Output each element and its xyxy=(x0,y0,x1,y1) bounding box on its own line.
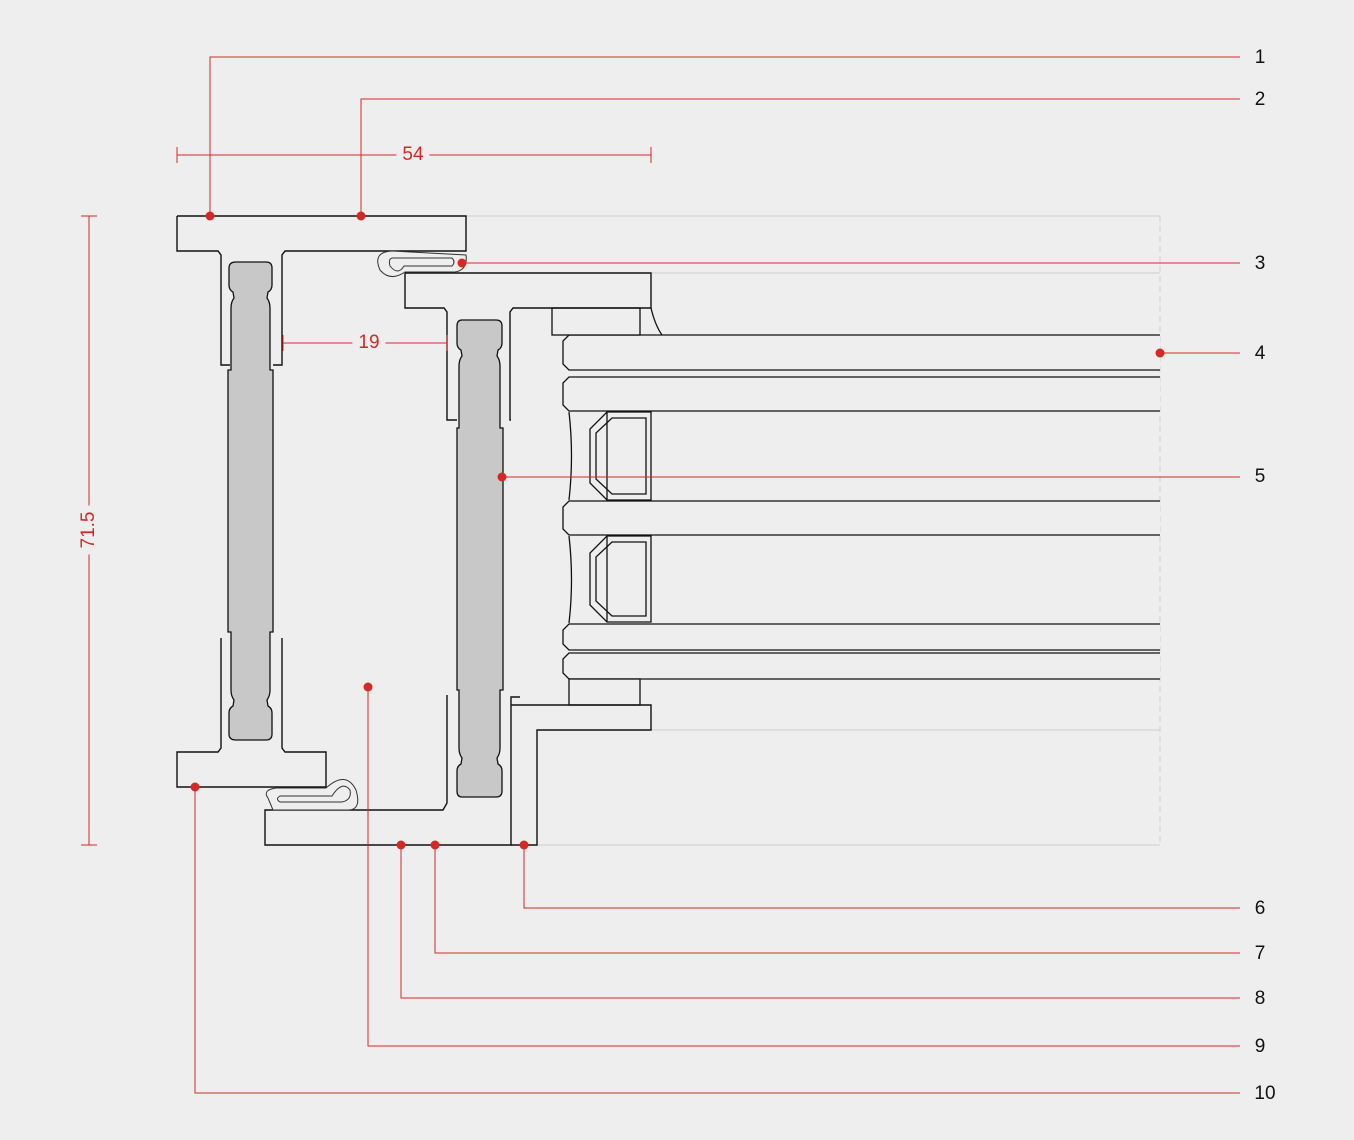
callout-label-4: 4 xyxy=(1254,343,1266,364)
louver-panels xyxy=(551,307,1160,706)
callout-label-3: 3 xyxy=(1254,253,1266,274)
callout-label-9: 9 xyxy=(1254,1036,1266,1057)
callout-label-2: 2 xyxy=(1254,89,1266,110)
callout-label-6: 6 xyxy=(1254,898,1266,919)
callout-label-10: 10 xyxy=(1254,1083,1276,1104)
callout-label-8: 8 xyxy=(1254,988,1266,1009)
dimension-height: 71.5 xyxy=(78,505,100,555)
callout-label-5: 5 xyxy=(1254,466,1266,487)
callout-label-7: 7 xyxy=(1254,943,1266,964)
dimension-width: 54 xyxy=(396,144,430,166)
frame-profiles xyxy=(176,215,652,846)
callout-dots xyxy=(190,211,1165,850)
dimension-gap: 19 xyxy=(352,332,386,354)
callout-label-1: 1 xyxy=(1254,47,1266,68)
callout-leaders xyxy=(194,56,1240,1094)
glass-panes xyxy=(227,261,504,798)
hinge-clips xyxy=(265,250,467,811)
